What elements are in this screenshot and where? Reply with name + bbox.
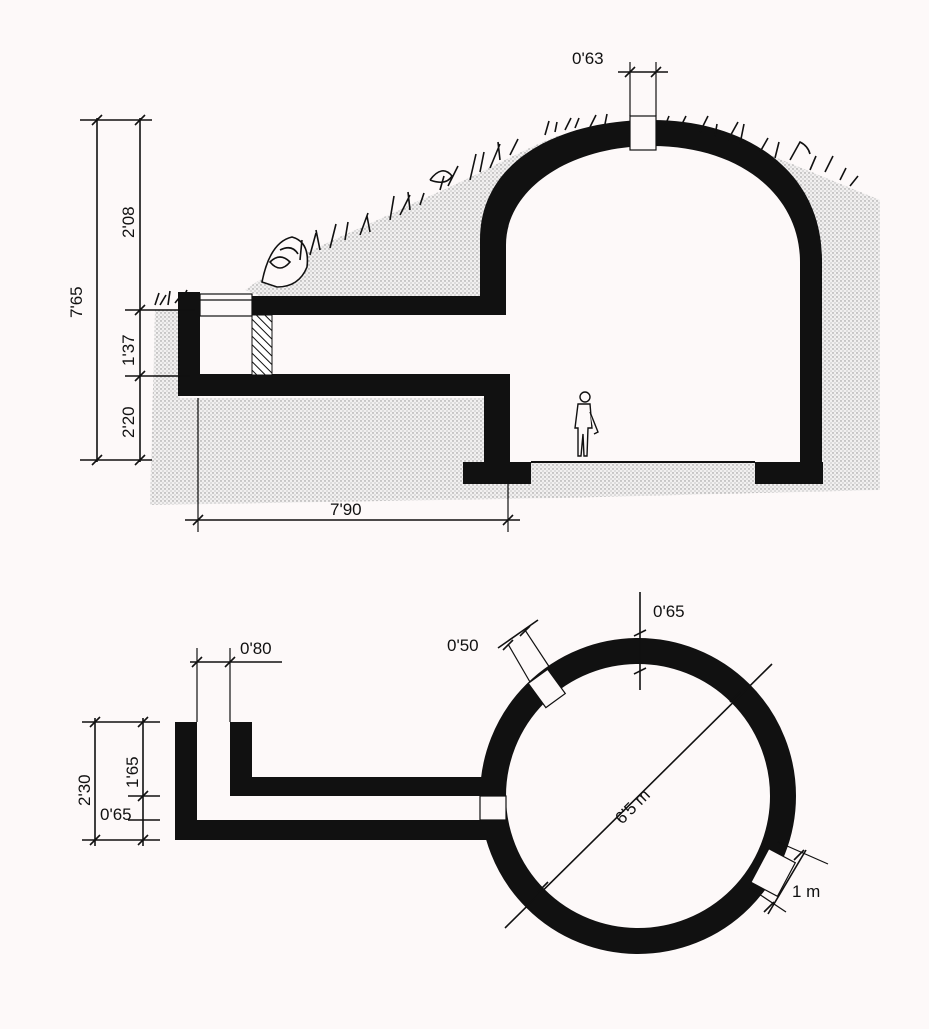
footing-right: [755, 462, 823, 484]
footing-left: [463, 462, 531, 484]
dim-total-height: 7'65: [67, 286, 86, 318]
dim-lower-depth: 2'20: [119, 406, 138, 438]
corridor-drop-wall: [484, 374, 510, 464]
door-dim-line: [767, 849, 807, 915]
earth-mound-right: [700, 128, 880, 482]
window-dim-line: [497, 619, 539, 649]
corridor-end-wall-plan: [175, 722, 197, 840]
dim-wall-thickness: 0'65: [653, 602, 685, 621]
corridor-wall-lower: [175, 820, 487, 840]
dim-top-opening: 0'63: [572, 49, 604, 68]
diameter-line: [504, 663, 773, 929]
plan-view: 6'5 m 0'65 0'50 1 m 0'80: [75, 592, 829, 954]
entrance-hatch: [199, 293, 253, 317]
dim-corridor-total: 2'30: [75, 774, 94, 806]
roof-vent: [629, 115, 657, 151]
corridor-roof-slab: [250, 296, 506, 315]
dome-wall: [480, 120, 822, 462]
section-view: 0'63 7'65 2'08 1'37 2'20 7'90: [67, 49, 880, 532]
dim-earth-cover: 2'08: [119, 206, 138, 238]
chamber-door: [750, 847, 797, 898]
vegetation: [154, 113, 859, 306]
hatched-post: [251, 314, 273, 376]
dim-door-width: 1 m: [792, 882, 820, 901]
dim-corridor-length: 7'90: [330, 500, 362, 519]
dim-corridor-inner: 1'65: [123, 756, 142, 788]
person-figure: [574, 391, 599, 457]
corridor-floor-slab: [180, 374, 510, 396]
dim-diameter: 6'5 m: [611, 785, 653, 827]
corridor-wall-upper: [230, 777, 488, 796]
dim-side-opening: 0'50: [447, 636, 479, 655]
dim-corridor-wall: 0'80: [240, 639, 272, 658]
earth-below: [150, 310, 880, 505]
dim-corridor-height: 1'37: [119, 334, 138, 366]
side-window: [527, 668, 567, 709]
dim-corridor-lower: 0'65: [100, 805, 132, 824]
junction-opening: [479, 795, 507, 821]
corridor-end-wall: [178, 292, 200, 396]
